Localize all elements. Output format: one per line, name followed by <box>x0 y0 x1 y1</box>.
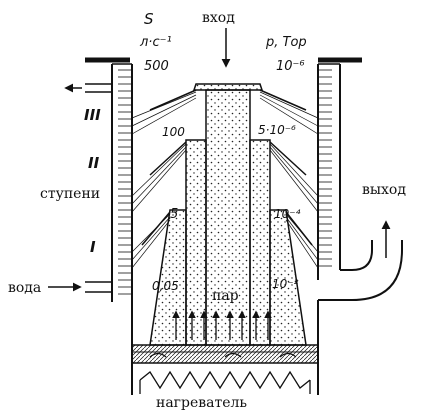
jet-line <box>131 213 171 253</box>
vapor-label: пар <box>212 288 239 304</box>
jet-line <box>131 219 171 269</box>
pressure-stage-3: 5·10⁻⁶ <box>258 123 296 137</box>
pump-housing <box>85 57 362 395</box>
outlet-pipe <box>318 220 403 301</box>
jet-line <box>259 97 319 135</box>
jet-line <box>131 97 197 135</box>
speed-stage-1: 0,05 <box>152 279 179 293</box>
boiler <box>131 344 319 364</box>
speed-unit: л·с⁻¹ <box>139 35 172 50</box>
vapor-jets <box>131 91 319 269</box>
jet-line <box>269 149 319 213</box>
jet-line <box>285 213 319 253</box>
heater-coil <box>139 370 311 394</box>
jet-line <box>285 216 319 261</box>
stage-numeral-3: III <box>84 106 101 124</box>
jet-line <box>269 143 319 197</box>
pressure-stage-1: 10⁻² <box>272 277 299 291</box>
stage-numeral-1: I <box>90 238 96 256</box>
outlet-label: выход <box>362 182 406 198</box>
pressure-symbol: p, Тор <box>265 35 307 50</box>
inlet-label: вход <box>202 10 235 26</box>
jet-line <box>131 146 187 205</box>
vapor-flow-arrows <box>172 310 272 340</box>
speed-stage-2: 5 <box>170 207 178 222</box>
speed-symbol: S <box>144 10 154 28</box>
water-label: вода <box>8 280 41 296</box>
jet-line <box>131 143 187 197</box>
pressure-stage-2: 10⁻⁴ <box>274 207 301 221</box>
jet-line <box>131 149 187 213</box>
jet-line <box>131 94 197 127</box>
speed-stage-3: 100 <box>162 125 185 139</box>
pressure-header-value: 10⁻⁶ <box>276 59 305 74</box>
jet-line <box>131 216 171 261</box>
jet-line <box>285 219 319 269</box>
heater-label: нагреватель <box>156 395 247 411</box>
stages-label: ступени <box>40 186 100 202</box>
water-pipes <box>48 83 112 293</box>
jet-line <box>269 146 319 205</box>
stage-numeral-2: II <box>88 154 100 172</box>
jet-line <box>259 91 319 119</box>
left-cooling-jacket <box>118 69 132 295</box>
right-cooling-jacket <box>318 69 332 267</box>
jet-line <box>131 91 197 119</box>
jet-stack <box>141 83 313 346</box>
jet-line <box>259 94 319 127</box>
speed-header-value: 500 <box>144 59 169 74</box>
